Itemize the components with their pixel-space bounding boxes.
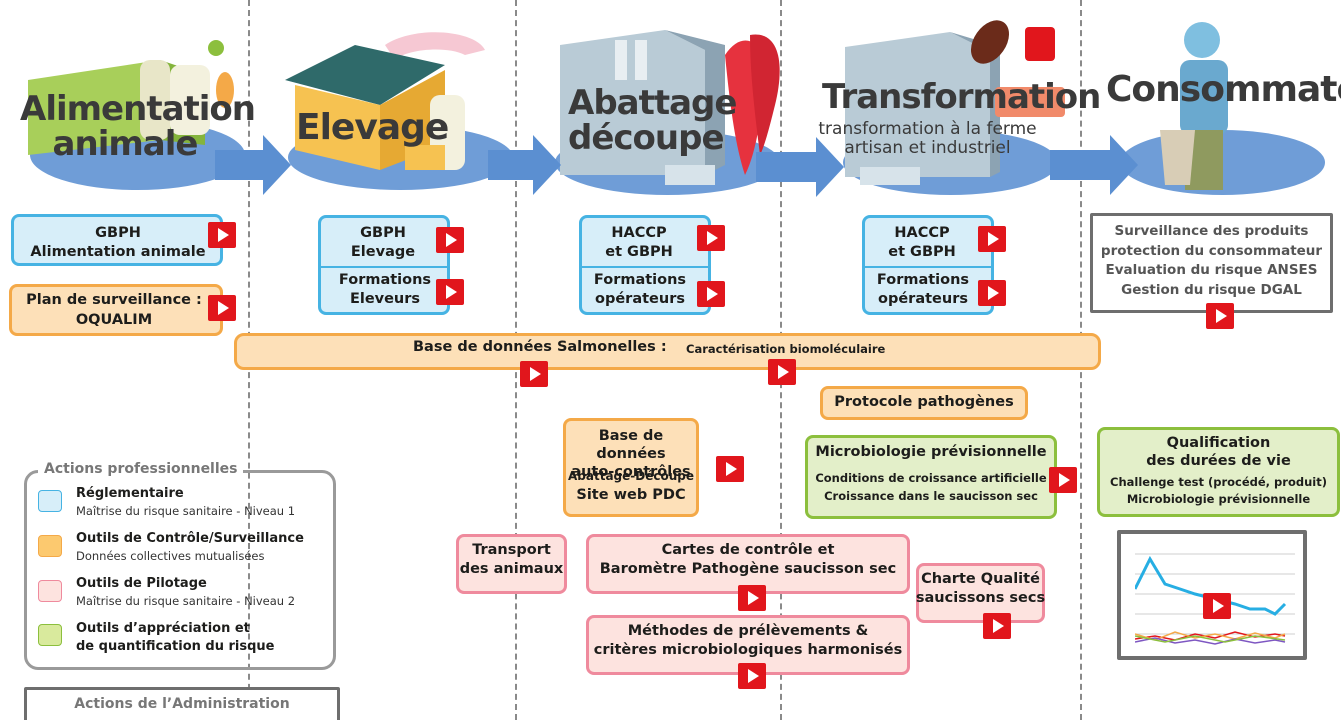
consumer-illustration — [1160, 22, 1228, 190]
stage-title-alimentation: Alimentation animale — [20, 89, 256, 164]
autocontroles-sub: Abattage-Découpe — [568, 469, 694, 483]
haccp-transformation-play-button[interactable] — [978, 226, 1006, 252]
gbph-elevage-label: GBPH Elevage — [350, 225, 416, 260]
chart-thumbnail-play-button[interactable] — [1203, 593, 1231, 619]
plan-surveillance-play-button[interactable] — [208, 295, 236, 321]
stage-subtitle-transformation: transformation à la ferme artisan et ind… — [818, 119, 1037, 158]
legend-item-desc: Données collectives mutualisées — [76, 549, 265, 563]
formations-operateurs-abattage-play-button[interactable] — [697, 281, 725, 307]
qualification-sub: Challenge test (procédé, produit) Microb… — [1110, 475, 1327, 507]
gbph-alimentation-play-button[interactable] — [208, 222, 236, 248]
cartes-controle-play-button[interactable] — [738, 585, 766, 611]
legend-item-title: Outils de Pilotage — [76, 576, 207, 591]
stage-title-elevage: Elevage — [296, 107, 449, 148]
slaughterhouse-illustration — [560, 30, 780, 185]
qualification-box: Qualification des durées de vie Challeng… — [1097, 427, 1340, 517]
formations-operateurs-transformation-play-button[interactable] — [978, 280, 1006, 306]
legend-item-title: Outils d’appréciation et de quantificati… — [76, 621, 275, 655]
salmonelles-label: Base de données Salmonelles : — [413, 339, 667, 355]
processing-plant-illustration — [845, 20, 1065, 185]
formations-eleveurs-play-button[interactable] — [436, 279, 464, 305]
charte-qualite-label: Charte Qualité saucissons secs — [915, 571, 1046, 606]
flow-arrow — [1050, 135, 1138, 195]
formations-operateurs-transformation-label: Formations opérateurs — [876, 272, 970, 307]
legend-swatch-orange — [38, 535, 62, 557]
methodes-prelevements-play-button[interactable] — [738, 663, 766, 689]
legend-item-pilotage: Outils de Pilotage Maîtrise du risque sa… — [38, 576, 338, 612]
microbiologie-sub: Conditions de croissance artificielle Cr… — [815, 471, 1047, 503]
gbph-alimentation-label: GBPH Alimentation animale — [30, 225, 206, 260]
autocontroles-box: Base de données auto-contrôles Abattage-… — [563, 418, 699, 517]
legend-item-appreciation: Outils d’appréciation et de quantificati… — [38, 620, 338, 658]
gbph-elevage-play-button[interactable] — [436, 227, 464, 253]
methodes-prelevements-label: Méthodes de prélèvements & critères micr… — [593, 623, 903, 658]
box-inner-divider — [582, 266, 708, 268]
gbph-alimentation-box: GBPH Alimentation animale — [11, 214, 223, 266]
legend-swatch-blue — [38, 490, 62, 512]
legend-swatch-green — [38, 624, 62, 646]
charte-qualite-play-button[interactable] — [983, 613, 1011, 639]
legend-swatch-pink — [38, 580, 62, 602]
autocontroles-title: Base de données auto-contrôles — [571, 428, 691, 481]
autocontroles-play-button[interactable] — [716, 456, 744, 482]
plan-surveillance-label: Plan de surveillance : OQUALIM — [26, 292, 202, 328]
transport-animaux-label: Transport des animaux — [459, 542, 564, 577]
legend-item-title: Outils de Contrôle/Surveillance — [76, 531, 304, 546]
qualification-title: Qualification des durées de vie — [1146, 435, 1291, 470]
formations-operateurs-abattage-label: Formations opérateurs — [593, 272, 687, 307]
stage-title-abattage: Abattage découpe — [568, 83, 737, 158]
farm-illustration — [285, 32, 485, 170]
haccp-transformation-box: HACCP et GBPH Formations opérateurs — [862, 215, 994, 315]
methodes-prelevements-box: Méthodes de prélèvements & critères micr… — [586, 615, 910, 675]
salmonelles-bar: Base de données Salmonelles : Caractéris… — [234, 333, 1101, 370]
cartes-controle-label: Cartes de contrôle et Baromètre Pathogèn… — [599, 542, 897, 577]
administration-box: Actions de l’Administration — [24, 687, 340, 720]
transport-animaux-box: Transport des animaux — [456, 534, 567, 594]
microbiologie-title: Microbiologie prévisionnelle — [815, 444, 1047, 460]
legend-title: Actions professionnelles — [38, 461, 244, 477]
haccp-abattage-play-button[interactable] — [697, 225, 725, 251]
microbiologie-play-button[interactable] — [1049, 467, 1077, 493]
plan-surveillance-box: Plan de surveillance : OQUALIM — [9, 284, 223, 336]
autocontroles-site: Site web PDC — [576, 487, 686, 503]
surveillance-label: Surveillance des produits protection du … — [1100, 223, 1323, 298]
legend-item-reglementaire: Réglementaire Maîtrise du risque sanitai… — [38, 486, 338, 522]
salmonelles-play-button-1[interactable] — [520, 361, 548, 387]
stage-title-consommateur: Consommateur — [1106, 69, 1341, 110]
flow-arrow — [756, 137, 844, 197]
protocole-pathogenes-box: Protocole pathogènes — [820, 386, 1028, 420]
box-inner-divider — [321, 266, 447, 268]
administration-title: Actions de l’Administration — [74, 696, 290, 712]
salmonelles-play-button-2[interactable] — [768, 359, 796, 385]
legend-item-desc: Maîtrise du risque sanitaire - Niveau 2 — [76, 594, 296, 608]
legend-item-controle: Outils de Contrôle/Surveillance Données … — [38, 531, 338, 567]
legend-item-title: Réglementaire — [76, 486, 184, 501]
surveillance-play-button[interactable] — [1206, 303, 1234, 329]
feed-illustration — [28, 40, 234, 155]
flow-arrow — [215, 135, 291, 195]
flow-arrow — [488, 135, 561, 195]
box-inner-divider — [865, 266, 991, 268]
protocole-pathogenes-label: Protocole pathogènes — [834, 394, 1014, 410]
legend-item-desc: Maîtrise du risque sanitaire - Niveau 1 — [76, 504, 296, 518]
charte-qualite-box: Charte Qualité saucissons secs — [916, 563, 1045, 623]
haccp-transformation-label: HACCP et GBPH — [888, 225, 956, 260]
formations-eleveurs-label: Formations Eleveurs — [338, 272, 432, 307]
gbph-elevage-box: GBPH Elevage Formations Eleveurs — [318, 215, 450, 315]
salmonelles-sub-label: Caractérisation biomoléculaire — [686, 342, 886, 356]
microbiologie-box: Microbiologie prévisionnelle Conditions … — [805, 435, 1057, 519]
stage-title-transformation: Transformation — [822, 77, 1101, 117]
haccp-abattage-label: HACCP et GBPH — [605, 225, 673, 260]
haccp-abattage-box: HACCP et GBPH Formations opérateurs — [579, 215, 711, 315]
surveillance-box: Surveillance des produits protection du … — [1090, 213, 1333, 313]
